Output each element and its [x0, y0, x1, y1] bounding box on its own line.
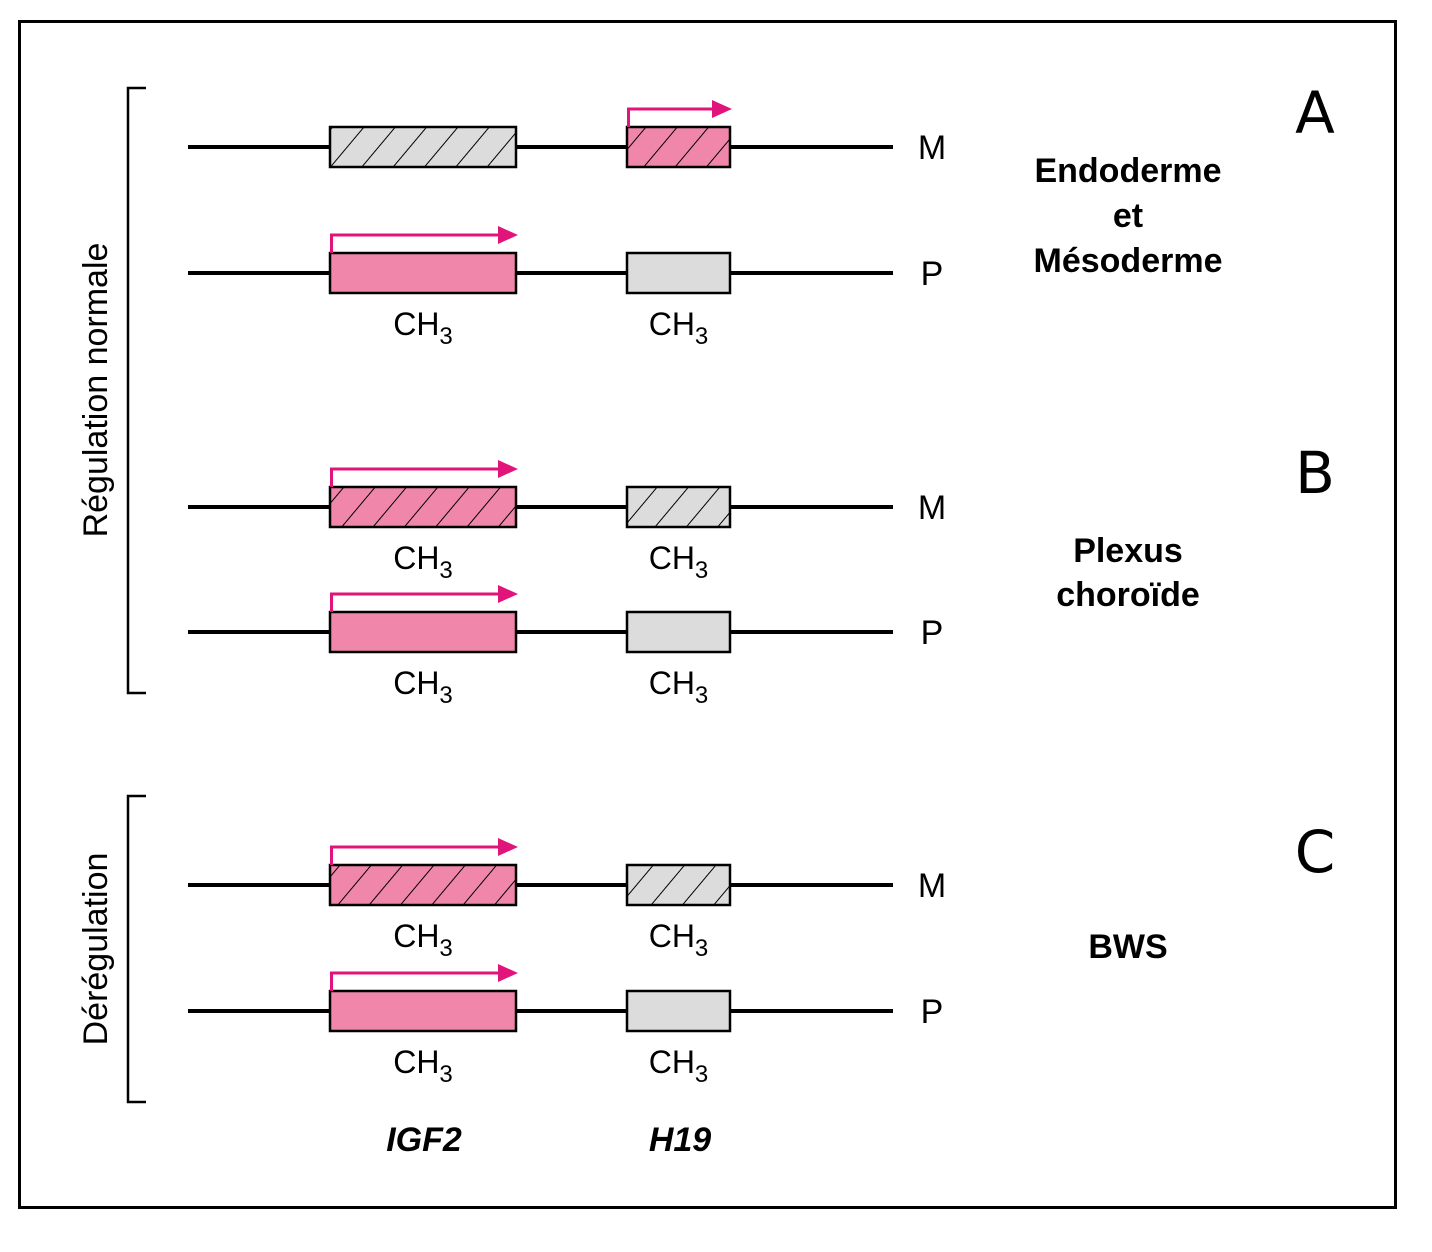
methylation-label: CH3	[393, 918, 453, 962]
methylation-label: CH3	[649, 918, 709, 962]
panel-letter: A	[1295, 79, 1335, 147]
h19-gene-outline	[625, 251, 732, 295]
allele-label: M	[918, 489, 946, 527]
tissue-label: choroïde	[1056, 576, 1200, 614]
transcription-arrow-line	[330, 845, 500, 865]
h19-gene-outline	[625, 485, 732, 529]
igf2-gene-outline	[328, 863, 518, 907]
h19-hatching	[627, 127, 730, 167]
methylation-label: CH3	[393, 540, 453, 584]
transcription-arrow-line	[330, 233, 500, 253]
igf2-gene-box	[330, 991, 516, 1031]
h19-hatching	[627, 487, 730, 527]
gene-label-h19: H19	[649, 1121, 711, 1159]
transcription-arrow-line	[627, 107, 714, 127]
igf2-hatching	[330, 865, 516, 905]
igf2-gene-box	[330, 612, 516, 652]
panel-letter: C	[1295, 818, 1336, 886]
transcription-arrow-head-icon	[498, 226, 518, 244]
bracket-line	[126, 86, 146, 695]
allele-label: M	[918, 129, 946, 167]
group-label: Dérégulation	[77, 853, 115, 1046]
transcription-arrow-head-icon	[498, 964, 518, 982]
tissue-label: Endoderme	[1034, 152, 1221, 190]
igf2-gene-outline	[328, 125, 518, 169]
h19-gene-box	[627, 612, 730, 652]
allele-label: P	[921, 255, 944, 293]
h19-gene-box	[627, 991, 730, 1031]
methylation-label: CH3	[393, 665, 453, 709]
transcription-arrow-line	[330, 971, 500, 991]
h19-gene-outline	[625, 610, 732, 654]
transcription-arrow-head-icon	[712, 100, 732, 118]
h19-gene-outline	[625, 989, 732, 1033]
methylation-label: CH3	[649, 306, 709, 350]
allele-label: P	[921, 614, 944, 652]
h19-gene-box	[627, 253, 730, 293]
h19-gene-outline	[625, 125, 732, 169]
methylation-label: CH3	[649, 540, 709, 584]
tissue-label: BWS	[1088, 928, 1167, 966]
gene-label-igf2: IGF2	[386, 1121, 462, 1159]
igf2-gene-outline	[328, 485, 518, 529]
strand-p: CH3 CH3 P	[188, 585, 943, 709]
panel-letter: B	[1295, 439, 1335, 507]
group-bracket-normal: Régulation normale	[77, 86, 146, 695]
strand-p: CH3 CH3 P	[188, 226, 943, 350]
igf2-gene-outline	[328, 610, 518, 654]
transcription-arrow-head-icon	[498, 460, 518, 478]
transcription-arrow-line	[330, 467, 500, 487]
igf2-gene-outline	[328, 251, 518, 295]
figure-frame	[18, 20, 1397, 1209]
strand-p: CH3 CH3 P	[188, 964, 943, 1088]
tissue-label: Mésoderme	[1034, 242, 1223, 280]
group-label: Régulation normale	[77, 243, 115, 538]
igf2-hatching	[330, 487, 516, 527]
group-bracket-dysregulation: Dérégulation	[77, 794, 146, 1104]
strand-m: M	[188, 100, 946, 169]
igf2-gene-box	[330, 253, 516, 293]
methylation-label: CH3	[649, 1044, 709, 1088]
strand-m: CH3 CH3 M	[188, 838, 946, 962]
bracket-line	[126, 794, 146, 1104]
methylation-label: CH3	[393, 306, 453, 350]
methylation-label: CH3	[649, 665, 709, 709]
tissue-label: et	[1113, 197, 1143, 235]
igf2-gene-outline	[328, 989, 518, 1033]
methylation-label: CH3	[393, 1044, 453, 1088]
h19-gene-outline	[625, 863, 732, 907]
transcription-arrow-head-icon	[498, 585, 518, 603]
h19-hatching	[627, 865, 730, 905]
allele-label: P	[921, 993, 944, 1031]
tissue-label: Plexus	[1073, 532, 1183, 570]
igf2-hatching	[330, 127, 516, 167]
transcription-arrow-head-icon	[498, 838, 518, 856]
allele-label: M	[918, 867, 946, 905]
transcription-arrow-line	[330, 592, 500, 612]
strand-m: CH3 CH3 M	[188, 460, 946, 584]
